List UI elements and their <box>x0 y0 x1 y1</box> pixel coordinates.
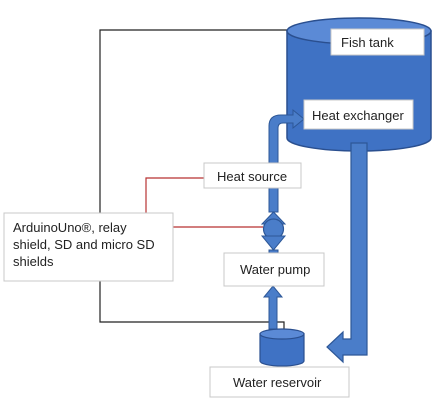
water-pump-box: Water pump <box>223 252 325 287</box>
wire-controller-to-reservoir <box>99 281 285 331</box>
pipe-heat-source-to-exchanger <box>268 108 305 164</box>
valve-bottom-triangle <box>260 235 287 251</box>
fish-tank-label-box: Fish tank <box>330 28 425 56</box>
reservoir-top <box>259 328 305 340</box>
reservoir-body <box>259 333 305 367</box>
controller-box: ArduinoUno®, relay shield, SD and micro … <box>3 212 174 282</box>
controller-label-line1: ArduinoUno®, relay <box>13 220 127 235</box>
control-wires-red <box>145 177 263 228</box>
pipe-pump-to-heat-source <box>268 187 279 213</box>
wire-controller-to-heat-source <box>145 177 204 213</box>
water-pump-label: Water pump <box>240 262 310 277</box>
heat-exchanger-box: Heat exchanger <box>303 99 414 130</box>
water-reservoir-label: Water reservoir <box>233 375 322 390</box>
fish-tank-label: Fish tank <box>341 35 394 50</box>
heat-exchanger-label: Heat exchanger <box>312 108 404 123</box>
return-pipe <box>326 142 368 364</box>
controller-label-line2: shield, SD and micro SD <box>13 237 155 252</box>
pump-valve-icon <box>260 211 287 251</box>
water-reservoir-tank <box>259 328 305 367</box>
water-reservoir-box: Water reservoir <box>209 366 350 398</box>
controller-label-line3: shields <box>13 254 54 269</box>
pipe-reservoir-to-pump <box>262 285 284 330</box>
heat-source-box: Heat source <box>203 162 302 189</box>
heat-source-label: Heat source <box>217 169 287 184</box>
